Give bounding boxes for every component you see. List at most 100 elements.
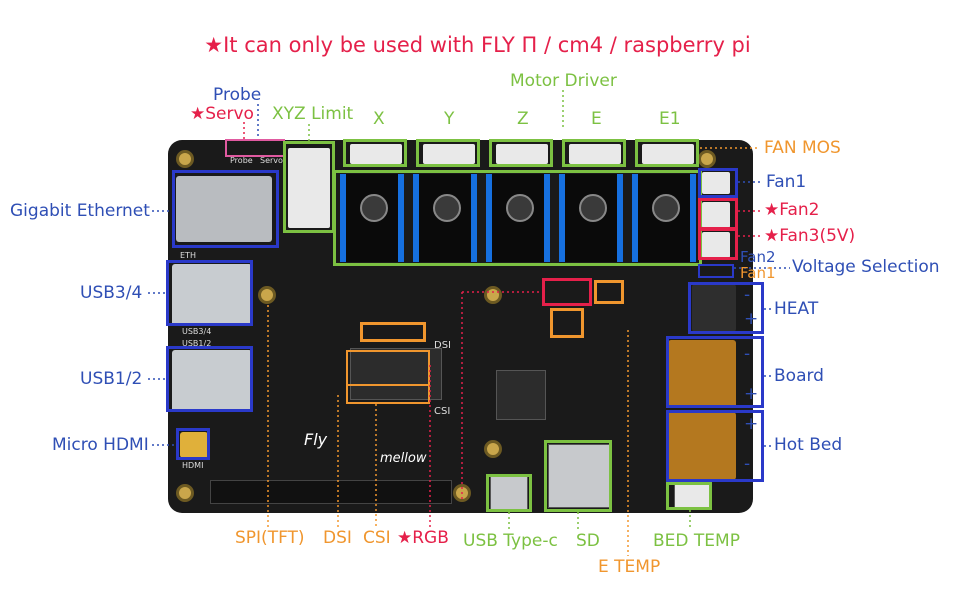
usb-typec-highlight xyxy=(486,474,532,512)
motor-connector-z xyxy=(496,144,548,164)
usb34-highlight xyxy=(166,260,253,326)
label-fan1: Fan1 xyxy=(766,172,807,192)
page-title: ★It can only be used with FLY Π / cm4 / … xyxy=(0,33,955,57)
board-highlight xyxy=(666,336,764,408)
label-e-temp: E TEMP xyxy=(598,557,661,577)
fan1-connector xyxy=(702,172,730,194)
label-usb34: USB3/4 xyxy=(80,283,143,303)
label-motor-driver: Motor Driver xyxy=(510,71,617,91)
hot-bed-highlight xyxy=(666,410,764,482)
label-rgb-text: RGB xyxy=(412,528,449,548)
brand-fly: Fly xyxy=(304,430,328,449)
bed-temp-highlight xyxy=(666,482,712,510)
star-icon: ★ xyxy=(397,528,413,548)
label-y: Y xyxy=(444,109,455,129)
rgb-highlight xyxy=(542,278,592,306)
hdmi-highlight xyxy=(176,428,210,460)
label-rgb: ★RGB xyxy=(397,530,449,547)
label-x: X xyxy=(373,109,385,129)
usb12-highlight xyxy=(166,346,253,412)
label-xyz-limit: XYZ Limit xyxy=(272,104,354,124)
star-icon: ★ xyxy=(764,200,780,220)
label-fan3-text: Fan3(5V) xyxy=(779,226,856,246)
usb34-port xyxy=(172,264,252,326)
silk-servo: Servo xyxy=(260,156,283,165)
label-spi-tft: SPI(TFT) xyxy=(235,528,305,548)
silk-probe: Probe xyxy=(230,156,253,165)
e-temp-highlight xyxy=(550,308,584,338)
capacitor xyxy=(579,194,607,222)
controller-board: Probe Servo ETH USB3/4 USB1/2 HDMI DSI C… xyxy=(168,140,753,513)
label-usb12: USB1/2 xyxy=(80,369,143,389)
label-heat: HEAT xyxy=(774,299,819,319)
star-icon: ★ xyxy=(190,104,206,124)
motor-e-highlight xyxy=(562,139,626,167)
gpio-header xyxy=(210,480,452,504)
motor-z-highlight xyxy=(489,139,553,167)
label-fan2-select: Fan2 xyxy=(740,248,776,266)
motor-driver-x xyxy=(340,174,404,262)
motor-connector-x xyxy=(350,144,402,164)
label-usb-typec: USB Type-c xyxy=(463,531,558,551)
dsi-highlight xyxy=(360,322,426,342)
label-dsi: DSI xyxy=(323,528,352,548)
hdmi-port xyxy=(180,432,208,458)
hot-bed-terminal xyxy=(668,412,736,480)
silk-usb34: USB3/4 xyxy=(182,327,212,336)
label-fan1-select: Fan1 xyxy=(740,264,776,282)
mounting-hole xyxy=(453,484,471,502)
motor-x-highlight xyxy=(343,139,407,167)
label-board: Board xyxy=(774,366,824,386)
mounting-hole xyxy=(176,484,194,502)
csi-lower-highlight xyxy=(346,384,430,404)
label-probe: Probe xyxy=(213,85,262,105)
xyz-limit-connector xyxy=(288,148,330,228)
silk-csi: CSI xyxy=(434,406,451,417)
silk-dsi: DSI xyxy=(434,340,451,351)
heat-highlight xyxy=(688,282,764,334)
label-voltage-selection: Voltage Selection xyxy=(792,257,940,277)
title-text: It can only be used with FLY Π / cm4 / r… xyxy=(223,33,751,57)
silk-eth: ETH xyxy=(180,251,196,260)
brand-mellow: mellow xyxy=(380,451,427,466)
fan2-highlight xyxy=(698,198,738,230)
motor-y-highlight xyxy=(416,139,480,167)
capacitor xyxy=(652,194,680,222)
probe-servo-highlight xyxy=(225,139,285,157)
motor-driver-y xyxy=(413,174,477,262)
mounting-hole xyxy=(176,150,194,168)
capacitor xyxy=(433,194,461,222)
motor-driver-z xyxy=(486,174,550,262)
xyz-limit-highlight xyxy=(283,141,335,233)
board-minus: - xyxy=(744,344,751,364)
label-z: Z xyxy=(517,109,529,129)
label-fan2: ★Fan2 xyxy=(764,202,819,219)
voltage-select-highlight xyxy=(698,264,734,278)
motor-e1-highlight xyxy=(635,139,699,167)
board-plus: + xyxy=(744,384,759,404)
motor-driver-e xyxy=(559,174,623,262)
label-e1: E1 xyxy=(659,109,681,129)
fan3-highlight xyxy=(698,228,738,260)
star-icon: ★ xyxy=(204,33,224,57)
processor-chip xyxy=(496,370,546,420)
heat-plus: + xyxy=(744,309,759,329)
label-bed-temp: BED TEMP xyxy=(653,531,740,551)
label-fan-mos: FAN MOS xyxy=(764,138,841,158)
label-servo: ★Servo xyxy=(190,106,254,123)
label-e: E xyxy=(591,109,602,129)
bed-plus: + xyxy=(744,414,759,434)
usb12-port xyxy=(172,350,252,412)
sd-slot xyxy=(548,444,610,508)
silk-hdmi: HDMI xyxy=(182,461,204,470)
capacitor xyxy=(360,194,388,222)
fan1-highlight xyxy=(698,168,738,198)
jumper-highlight xyxy=(594,280,624,304)
heat-terminal xyxy=(692,284,736,332)
mounting-hole xyxy=(258,286,276,304)
cm4-socket xyxy=(350,348,442,400)
bed-temp-connector xyxy=(674,484,710,508)
label-servo-text: Servo xyxy=(205,104,254,124)
bed-minus: - xyxy=(744,454,751,474)
ethernet-port xyxy=(176,176,272,242)
